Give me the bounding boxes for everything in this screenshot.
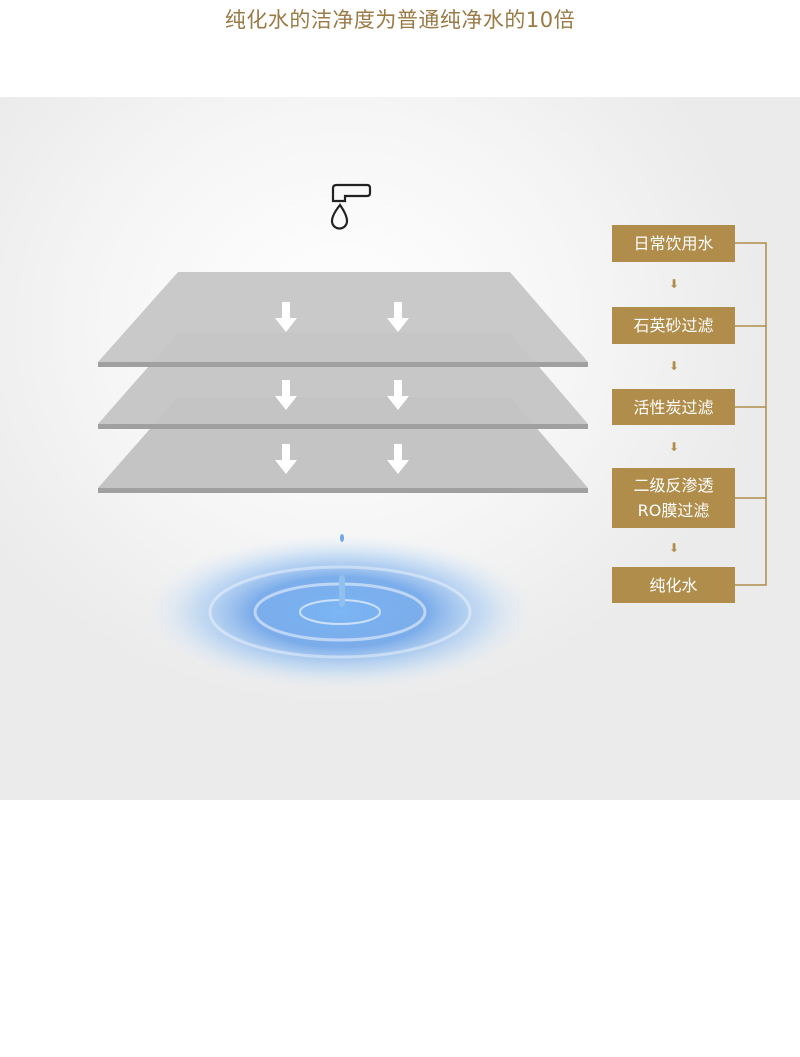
- step-quartz-sand: 石英砂过滤: [612, 307, 735, 344]
- step-purified-water: 纯化水: [612, 567, 735, 603]
- step-label: 活性炭过滤: [633, 397, 714, 417]
- step-label: RO膜过滤: [637, 501, 710, 520]
- arrow-down-icon: ⬇: [669, 277, 680, 291]
- page-title: 纯化水的洁净度为普通纯净水的10倍: [224, 8, 576, 32]
- water-ripple: [145, 534, 535, 690]
- step-ro-membrane: 二级反渗透 RO膜过滤: [612, 468, 735, 528]
- arrow-down-icon: [275, 302, 409, 474]
- step-daily-water: 日常饮用水: [612, 225, 735, 262]
- filtration-illustration: [98, 183, 767, 690]
- arrow-down-icon: ⬇: [669, 440, 680, 454]
- step-label: 纯化水: [649, 575, 698, 595]
- bracket-line: [735, 242, 767, 586]
- arrow-down-icon: ⬇: [669, 541, 680, 555]
- step-label: 二级反渗透: [633, 476, 714, 495]
- arrow-down-icon: ⬇: [669, 359, 680, 373]
- step-activated-carbon: 活性炭过滤: [612, 389, 735, 425]
- step-label: 日常饮用水: [633, 234, 714, 253]
- faucet-icon: [330, 183, 372, 230]
- step-label: 石英砂过滤: [633, 316, 714, 335]
- filter-plate-1: [98, 272, 588, 367]
